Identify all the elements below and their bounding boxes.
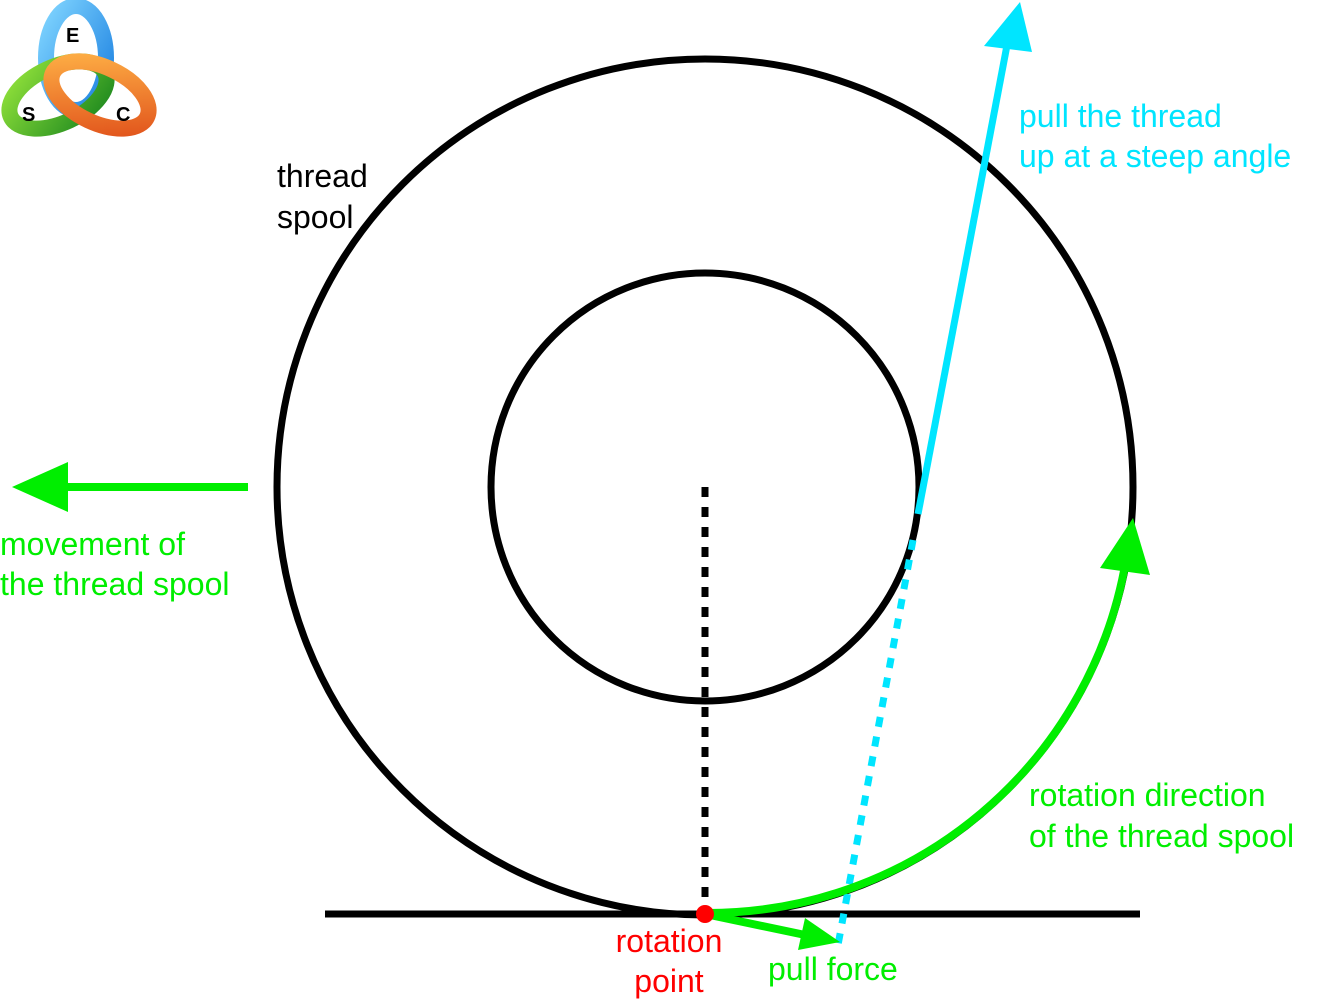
rotation-point-label-line2: point [634,963,704,999]
pull-thread-label-line1: pull the thread [1019,98,1222,134]
thread-extension-dotted-line [834,539,917,946]
movement-arrowhead [12,462,68,512]
logo-letter-e: E [66,25,79,47]
rotation-arrowhead [1100,518,1150,575]
thread-arrowhead [984,2,1032,52]
movement-label-line2: the thread spool [0,566,230,602]
rotation-direction-label-line2: of the thread spool [1029,818,1294,854]
logo-letter-s: S [22,104,35,126]
pull-force-label: pull force [768,951,898,987]
rotation-point-label-line1: rotation [616,923,723,959]
pull-force-arrowhead [798,918,840,950]
inner-spool-circle [487,269,923,705]
thread-spool-label-line2: spool [277,199,354,235]
logo-letter-c: C [116,104,130,126]
movement-label-line1: movement of [0,526,185,562]
thread-spool-label-line1: thread [277,158,368,194]
thread-line [914,39,1012,515]
rotation-direction-arc [707,559,1130,917]
pull-thread-label-line2: up at a steep angle [1019,138,1291,174]
sec-logo: E S C [1,0,157,137]
rotation-direction-label-line1: rotation direction [1029,777,1266,813]
rotation-point-dot [696,905,714,923]
pull-force-arrow-shaft [704,910,811,940]
